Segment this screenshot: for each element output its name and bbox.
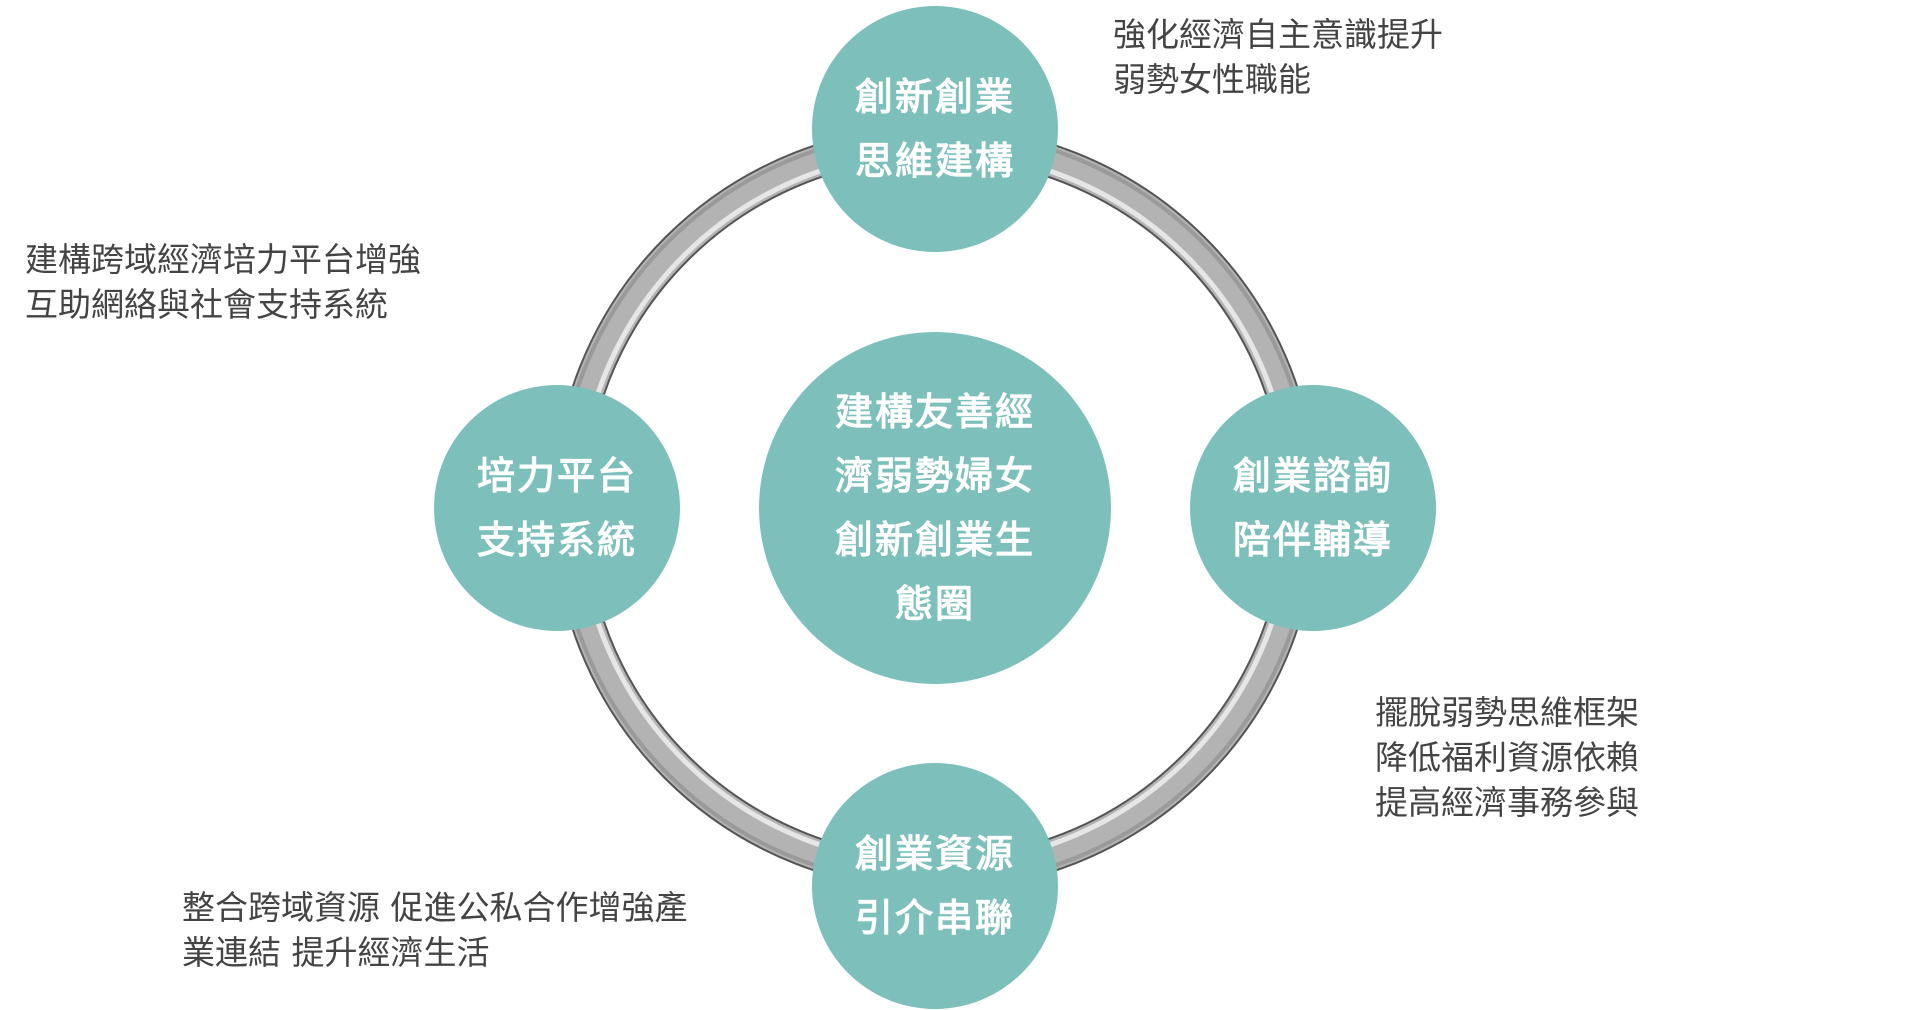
node-top: 創新創業 思維建構 [812, 6, 1058, 252]
note-bottom-left: 整合跨域資源 促進公私合作增強產 業連結 提升經濟生活 [182, 885, 688, 975]
note-line: 業連結 提升經濟生活 [182, 933, 490, 972]
note-line: 建構跨域經濟培力平台增強 [25, 240, 421, 279]
center-line: 濟弱勢婦女 [834, 454, 1035, 498]
note-line: 強化經濟自主意識提升 [1113, 15, 1443, 54]
note-line: 整合跨域資源 促進公私合作增強產 [182, 888, 688, 927]
note-line: 擺脫弱勢思維框架 [1375, 693, 1639, 732]
node-line: 支持系統 [476, 518, 637, 562]
note-top-right: 強化經濟自主意識提升 弱勢女性職能 [1113, 12, 1443, 102]
node-line: 思維建構 [854, 139, 1015, 183]
note-right: 擺脫弱勢思維框架 降低福利資源依賴 提高經濟事務參與 [1375, 690, 1639, 825]
node-line: 創新創業 [854, 75, 1015, 119]
node-line: 培力平台 [476, 454, 637, 498]
note-line: 弱勢女性職能 [1113, 60, 1311, 99]
note-line: 降低福利資源依賴 [1375, 738, 1639, 777]
node-line: 引介串聯 [854, 896, 1015, 940]
node-bottom: 創業資源 引介串聯 [812, 763, 1058, 1009]
note-line: 提高經濟事務參與 [1375, 783, 1639, 822]
node-right: 創業諮詢 陪伴輔導 [1190, 385, 1436, 631]
center-line: 態圈 [894, 582, 975, 626]
center-node: 建構友善經 濟弱勢婦女 創新創業生 態圈 [759, 332, 1111, 684]
note-left: 建構跨域經濟培力平台增強 互助網絡與社會支持系統 [25, 237, 421, 327]
node-line: 創業諮詢 [1232, 454, 1393, 498]
note-line: 互助網絡與社會支持系統 [25, 285, 388, 324]
center-line: 建構友善經 [834, 390, 1035, 434]
center-line: 創新創業生 [834, 518, 1035, 562]
node-line: 創業資源 [854, 832, 1015, 876]
node-line: 陪伴輔導 [1232, 518, 1393, 562]
node-left: 培力平台 支持系統 [434, 385, 680, 631]
